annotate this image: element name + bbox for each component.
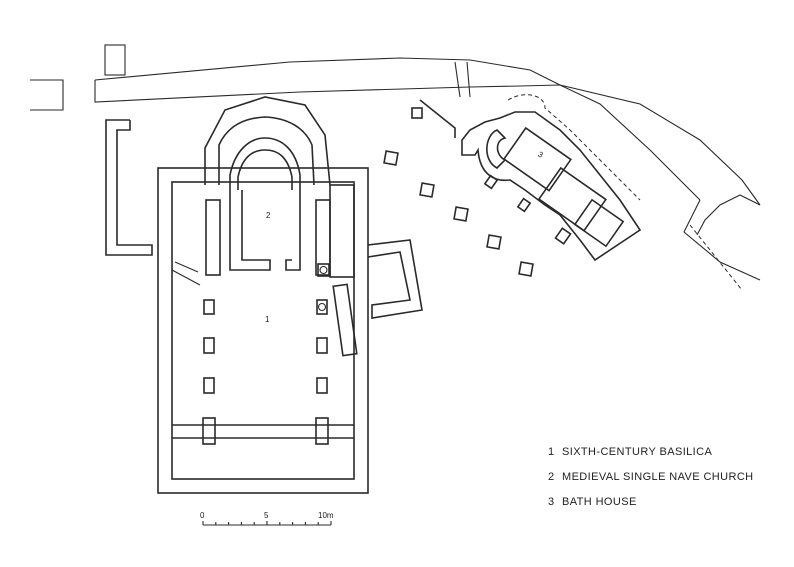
scale-tick-10m: 10m	[318, 511, 334, 520]
legend-item-bath-house: 3 BATH HOUSE	[548, 495, 754, 520]
scale-tick-0: 0	[200, 511, 205, 520]
legend-label: BATH HOUSE	[562, 496, 637, 508]
road-boundary	[30, 44, 761, 291]
east-annex	[332, 239, 423, 357]
basilica-1-walls	[157, 167, 369, 494]
legend: 1 SIXTH-CENTURY BASILICA 2 MEDIEVAL SINGLE…	[548, 445, 754, 520]
plan-label-basilica: 1	[265, 315, 270, 324]
bath-house-3	[419, 94, 642, 262]
plan-label-church: 2	[266, 211, 271, 220]
scale-bar: 0 5 10m	[200, 511, 334, 526]
legend-label: MEDIEVAL SINGLE NAVE CHURCH	[562, 471, 754, 483]
basilica-piers	[202, 263, 330, 445]
legend-item-church: 2 MEDIEVAL SINGLE NAVE CHURCH	[548, 470, 754, 495]
church-2-walls	[204, 96, 355, 278]
legend-item-basilica: 1 SIXTH-CENTURY BASILICA	[548, 445, 754, 470]
legend-label: SIXTH-CENTURY BASILICA	[562, 446, 713, 458]
west-enclosure-wall	[105, 119, 153, 256]
legend-number: 1	[548, 446, 555, 458]
portico-piers	[383, 107, 534, 277]
legend-number: 3	[548, 496, 555, 508]
scale-tick-5: 5	[264, 511, 269, 520]
plan-label-bath: 3	[536, 150, 545, 160]
legend-number: 2	[548, 471, 555, 483]
